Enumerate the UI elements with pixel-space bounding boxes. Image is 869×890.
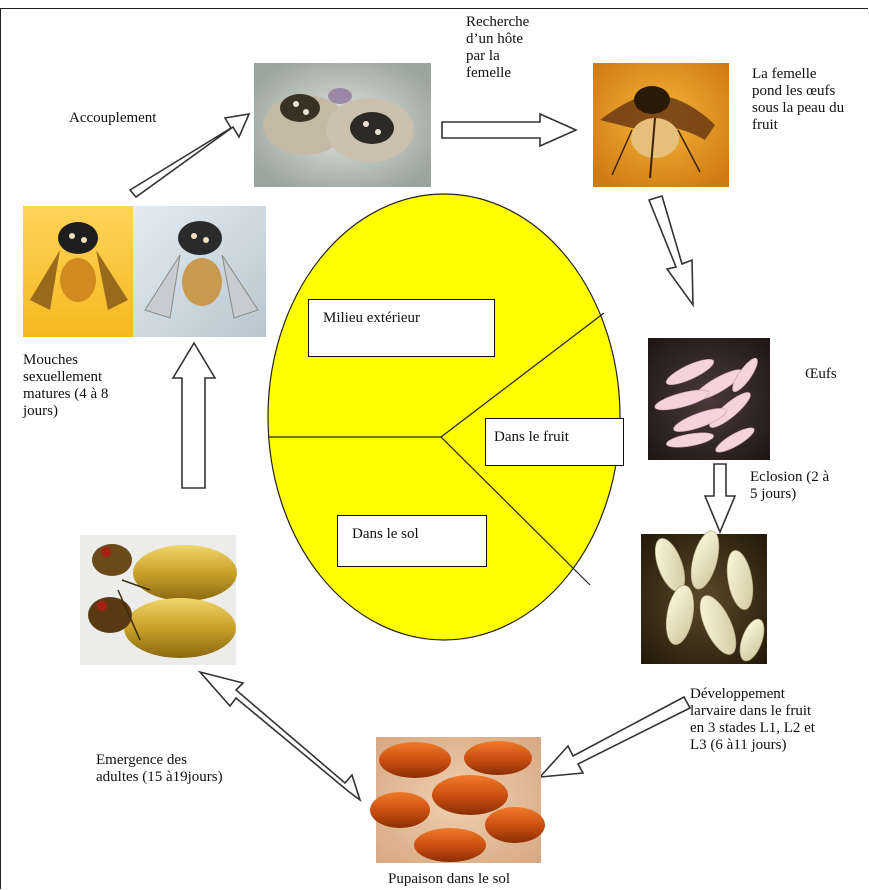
arrow-eclosion (705, 464, 735, 532)
emerging-adults-photo (80, 535, 237, 665)
arrow-emergence (200, 672, 360, 800)
label-emergence: Emergence des adultes (15 à19jours) (96, 752, 223, 786)
habitat-ellipse (268, 194, 620, 640)
mature-fly-light-photo (133, 206, 266, 337)
region-label-exterieur: Milieu extérieur (308, 299, 495, 357)
arrow-pupation (540, 697, 690, 777)
region-label-sol: Dans le sol (337, 515, 487, 567)
label-ponte: La femelle pond les œufs sous la peau du… (752, 66, 844, 134)
arrow-host-search (442, 114, 576, 146)
label-recherche-hote: Recherche d’un hôte par la femelle (466, 14, 529, 82)
label-accouplement: Accouplement (69, 110, 156, 127)
label-developpement: Développement larvaire dans le fruit en … (690, 686, 815, 754)
label-pupaison: Pupaison dans le sol (388, 871, 510, 888)
mating-flies-photo (254, 63, 431, 187)
label-eclosion: Eclosion (2 à 5 jours) (750, 469, 829, 503)
eggs-photo (648, 338, 770, 460)
region-label-fruit: Dans le fruit (485, 418, 624, 466)
ovipositing-female-photo (593, 63, 729, 187)
pupae-photo (370, 737, 545, 863)
arrow-oviposition (649, 196, 693, 305)
arrow-maturation (173, 343, 215, 488)
larvae-photo (641, 528, 769, 664)
label-oeufs: Œufs (805, 366, 837, 383)
mature-fly-yellow-photo (23, 206, 133, 337)
label-mouches-matures: Mouches sexuellement matures (4 à 8 jour… (23, 352, 108, 420)
